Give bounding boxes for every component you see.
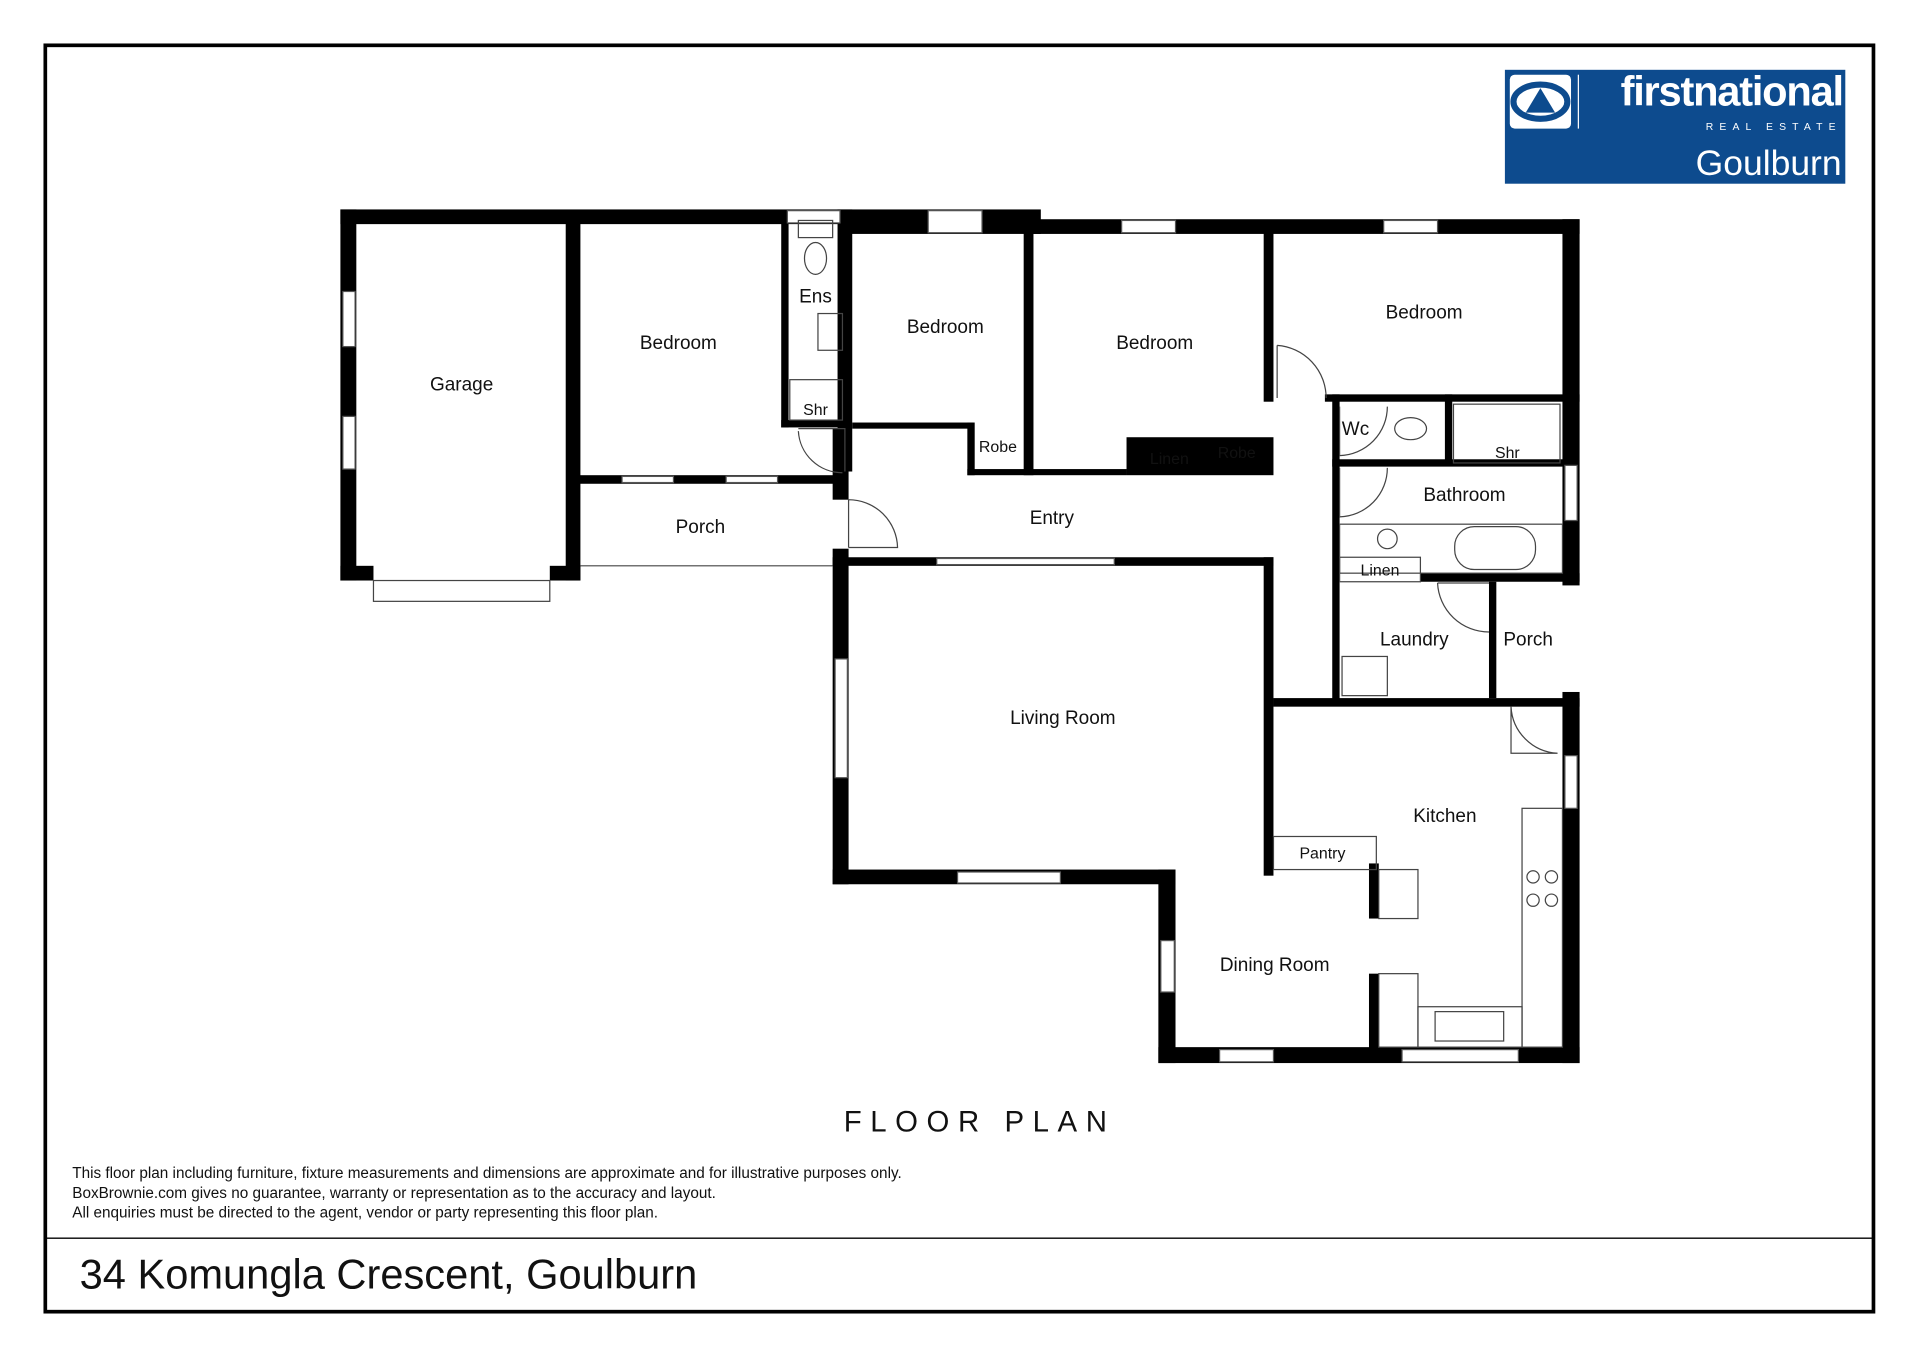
room-bedroom-2: Bedroom <box>907 317 984 338</box>
logo-tagline: REAL ESTATE <box>1706 122 1842 133</box>
room-linen-1: Linen <box>1150 451 1189 468</box>
room-linen-2: Linen <box>1361 563 1400 580</box>
room-porch-1: Porch <box>676 517 726 538</box>
first-national-logo: firstnational REAL ESTATE Goulburn <box>1504 67 1846 184</box>
logo-brand: firstnational <box>1621 67 1843 114</box>
page-border <box>43 43 1876 1314</box>
room-dining: Dining Room <box>1220 955 1330 976</box>
floor-plan-title: FLOOR PLAN <box>844 1106 1116 1139</box>
room-bedroom-4: Bedroom <box>1386 302 1463 323</box>
room-ensuite: Ens <box>799 287 832 308</box>
room-labels: Garage Bedroom Ens Shr Bedroom Bedroom B… <box>430 287 1553 977</box>
windows <box>342 210 1578 1063</box>
room-bedroom-3: Bedroom <box>1116 333 1193 354</box>
room-porch-2: Porch <box>1503 629 1553 650</box>
room-ensuite-shower: Shr <box>803 402 828 419</box>
room-robe-1: Robe <box>979 439 1017 456</box>
room-pantry: Pantry <box>1299 846 1345 863</box>
room-entry: Entry <box>1030 508 1075 529</box>
room-wc: Wc <box>1342 419 1369 440</box>
logo-office: Goulburn <box>1696 143 1842 183</box>
room-shower: Shr <box>1495 445 1520 462</box>
room-garage: Garage <box>430 375 493 396</box>
doors-and-fixtures <box>372 219 1564 1048</box>
disclaimer-line-2: BoxBrownie.com gives no guarantee, warra… <box>72 1185 716 1202</box>
room-robe-2: Robe <box>1218 445 1256 462</box>
room-bedroom-1: Bedroom <box>640 333 717 354</box>
room-laundry: Laundry <box>1380 629 1449 650</box>
room-bathroom: Bathroom <box>1423 485 1505 506</box>
room-living: Living Room <box>1010 708 1115 729</box>
disclaimer-line-1: This floor plan including furniture, fix… <box>72 1165 901 1182</box>
room-kitchen: Kitchen <box>1413 806 1476 827</box>
property-address: 34 Komungla Crescent, Goulburn <box>80 1250 698 1297</box>
disclaimer-line-3: All enquiries must be directed to the ag… <box>72 1204 658 1221</box>
